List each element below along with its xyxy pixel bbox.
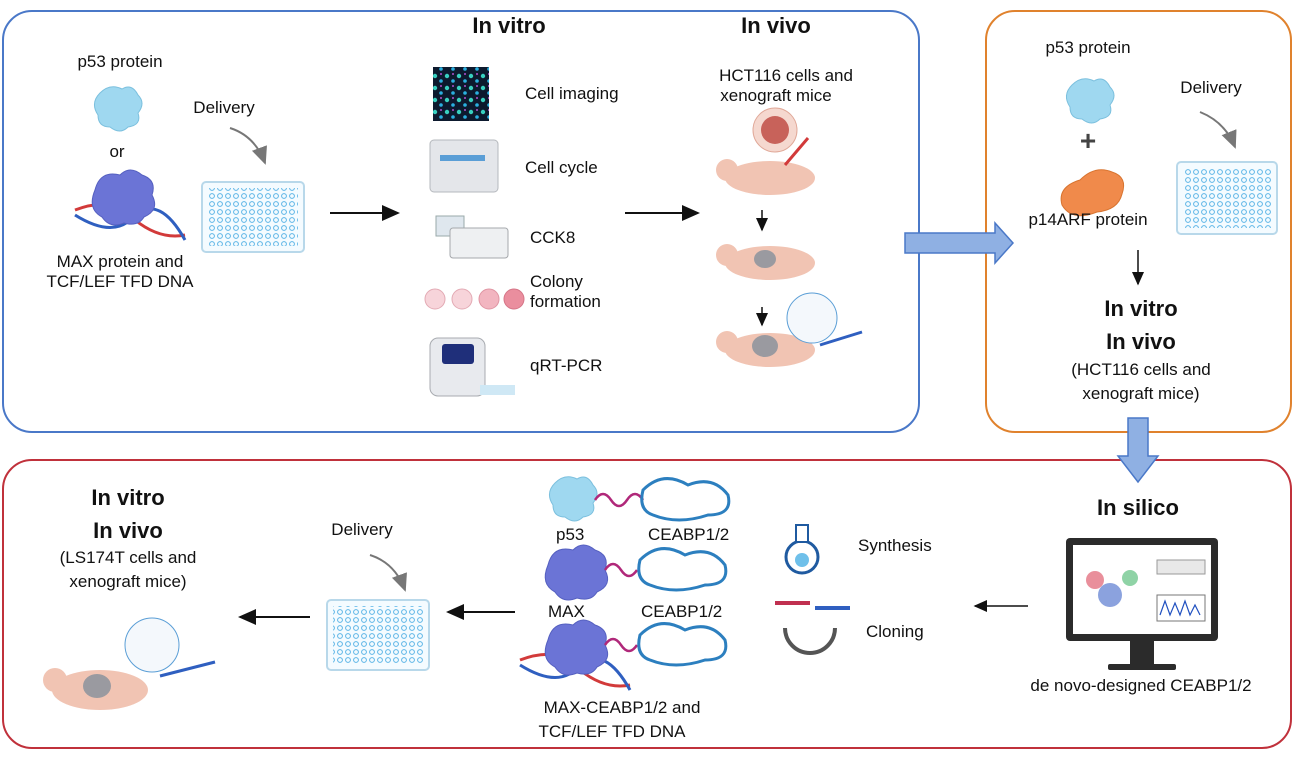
label-ls174t-sub1: (LS174T cells and [59,548,197,567]
delivery-arrow-3 [369,554,407,592]
cell-cycle-icon [429,139,499,193]
assay-cell-imaging: Cell imaging [525,84,619,103]
label-delivery-2: Delivery [1180,78,1242,97]
computer-monitor-icon [1066,538,1218,670]
label-max-ceabp-line2: TCF/LEF TFD DNA [538,722,686,741]
delivery-arrow-2 [1199,111,1237,149]
mouse-icon-4 [43,617,216,710]
label-ls174t-sub2: xenograft mice) [69,572,187,591]
colony-formation-icon [424,288,525,310]
mouse-icon-1 [716,107,815,195]
label-hct116-sub1: (HCT116 cells and [1071,360,1211,379]
well-plate-icon-2 [1176,161,1278,235]
big-arrow-right [904,221,1015,265]
heading-in-silico: In silico [1097,495,1179,520]
label-or: or [109,142,125,161]
p14arf-protein-icon [1060,169,1125,217]
assay-cck8: CCK8 [530,228,576,247]
label-synthesis: Synthesis [858,536,932,555]
label-ceabp-a: CEABP1/2 [648,525,730,544]
label-p53-protein-2: p53 protein [1045,38,1131,57]
assay-colony-line2: formation [530,292,601,311]
p53-protein-icon-2 [1066,78,1115,124]
label-p53-construct: p53 [556,525,585,544]
well-plate-icon-3 [326,599,430,671]
max-protein-dna-icon [74,169,187,241]
heading-in-vivo-1: In vivo [741,13,811,38]
flask-icon [784,524,820,575]
panel-top-left [2,10,920,433]
label-p53-protein: p53 protein [77,52,163,71]
heading-in-vitro-3: In vitro [91,485,165,510]
delivery-arrow-1 [229,127,267,165]
cloning-plasmid-icon [775,601,850,655]
label-max-ceabp-line1: MAX-CEABP1/2 and [543,698,701,717]
mouse-icon-3 [716,292,863,367]
big-arrow-down [1116,417,1160,484]
well-plate-icon-1 [201,181,305,253]
label-ceabp-b: CEABP1/2 [641,602,723,621]
construct-p53-ceabp [549,476,731,522]
label-delivery-3: Delivery [331,520,393,539]
mouse-icon-2 [716,244,815,280]
cck8-icon [435,215,509,259]
heading-in-vivo-3: In vivo [93,518,163,543]
label-cloning: Cloning [866,622,924,641]
panel-bottom [2,459,1292,749]
assay-qrt-pcr: qRT-PCR [530,356,603,375]
construct-max-ceabp-dna [519,619,728,691]
assay-cell-cycle: Cell cycle [525,158,598,177]
label-hct116-line2: xenograft mice [720,86,832,105]
p53-protein-icon [94,86,143,132]
qrt-pcr-icon [429,337,515,397]
label-de-novo: de novo-designed CEABP1/2 [1030,676,1252,695]
label-hct116-line1: HCT116 cells and [719,66,853,85]
label-hct116-sub2: xenograft mice) [1082,384,1200,403]
cell-imaging-icon [433,67,489,121]
heading-in-vivo-2: In vivo [1106,329,1176,354]
heading-in-vitro-2: In vitro [1104,296,1178,321]
construct-max-ceabp [544,544,728,601]
label-delivery-1: Delivery [193,98,255,117]
assay-colony-line1: Colony [530,272,583,291]
label-max-line1: MAX protein and [56,252,184,271]
heading-in-vitro-1: In vitro [472,13,546,38]
label-plus: + [1079,125,1097,156]
label-max-line2: TCF/LEF TFD DNA [46,272,194,291]
label-max-construct: MAX [548,602,585,621]
label-p14arf-protein: p14ARF protein [1028,210,1148,229]
